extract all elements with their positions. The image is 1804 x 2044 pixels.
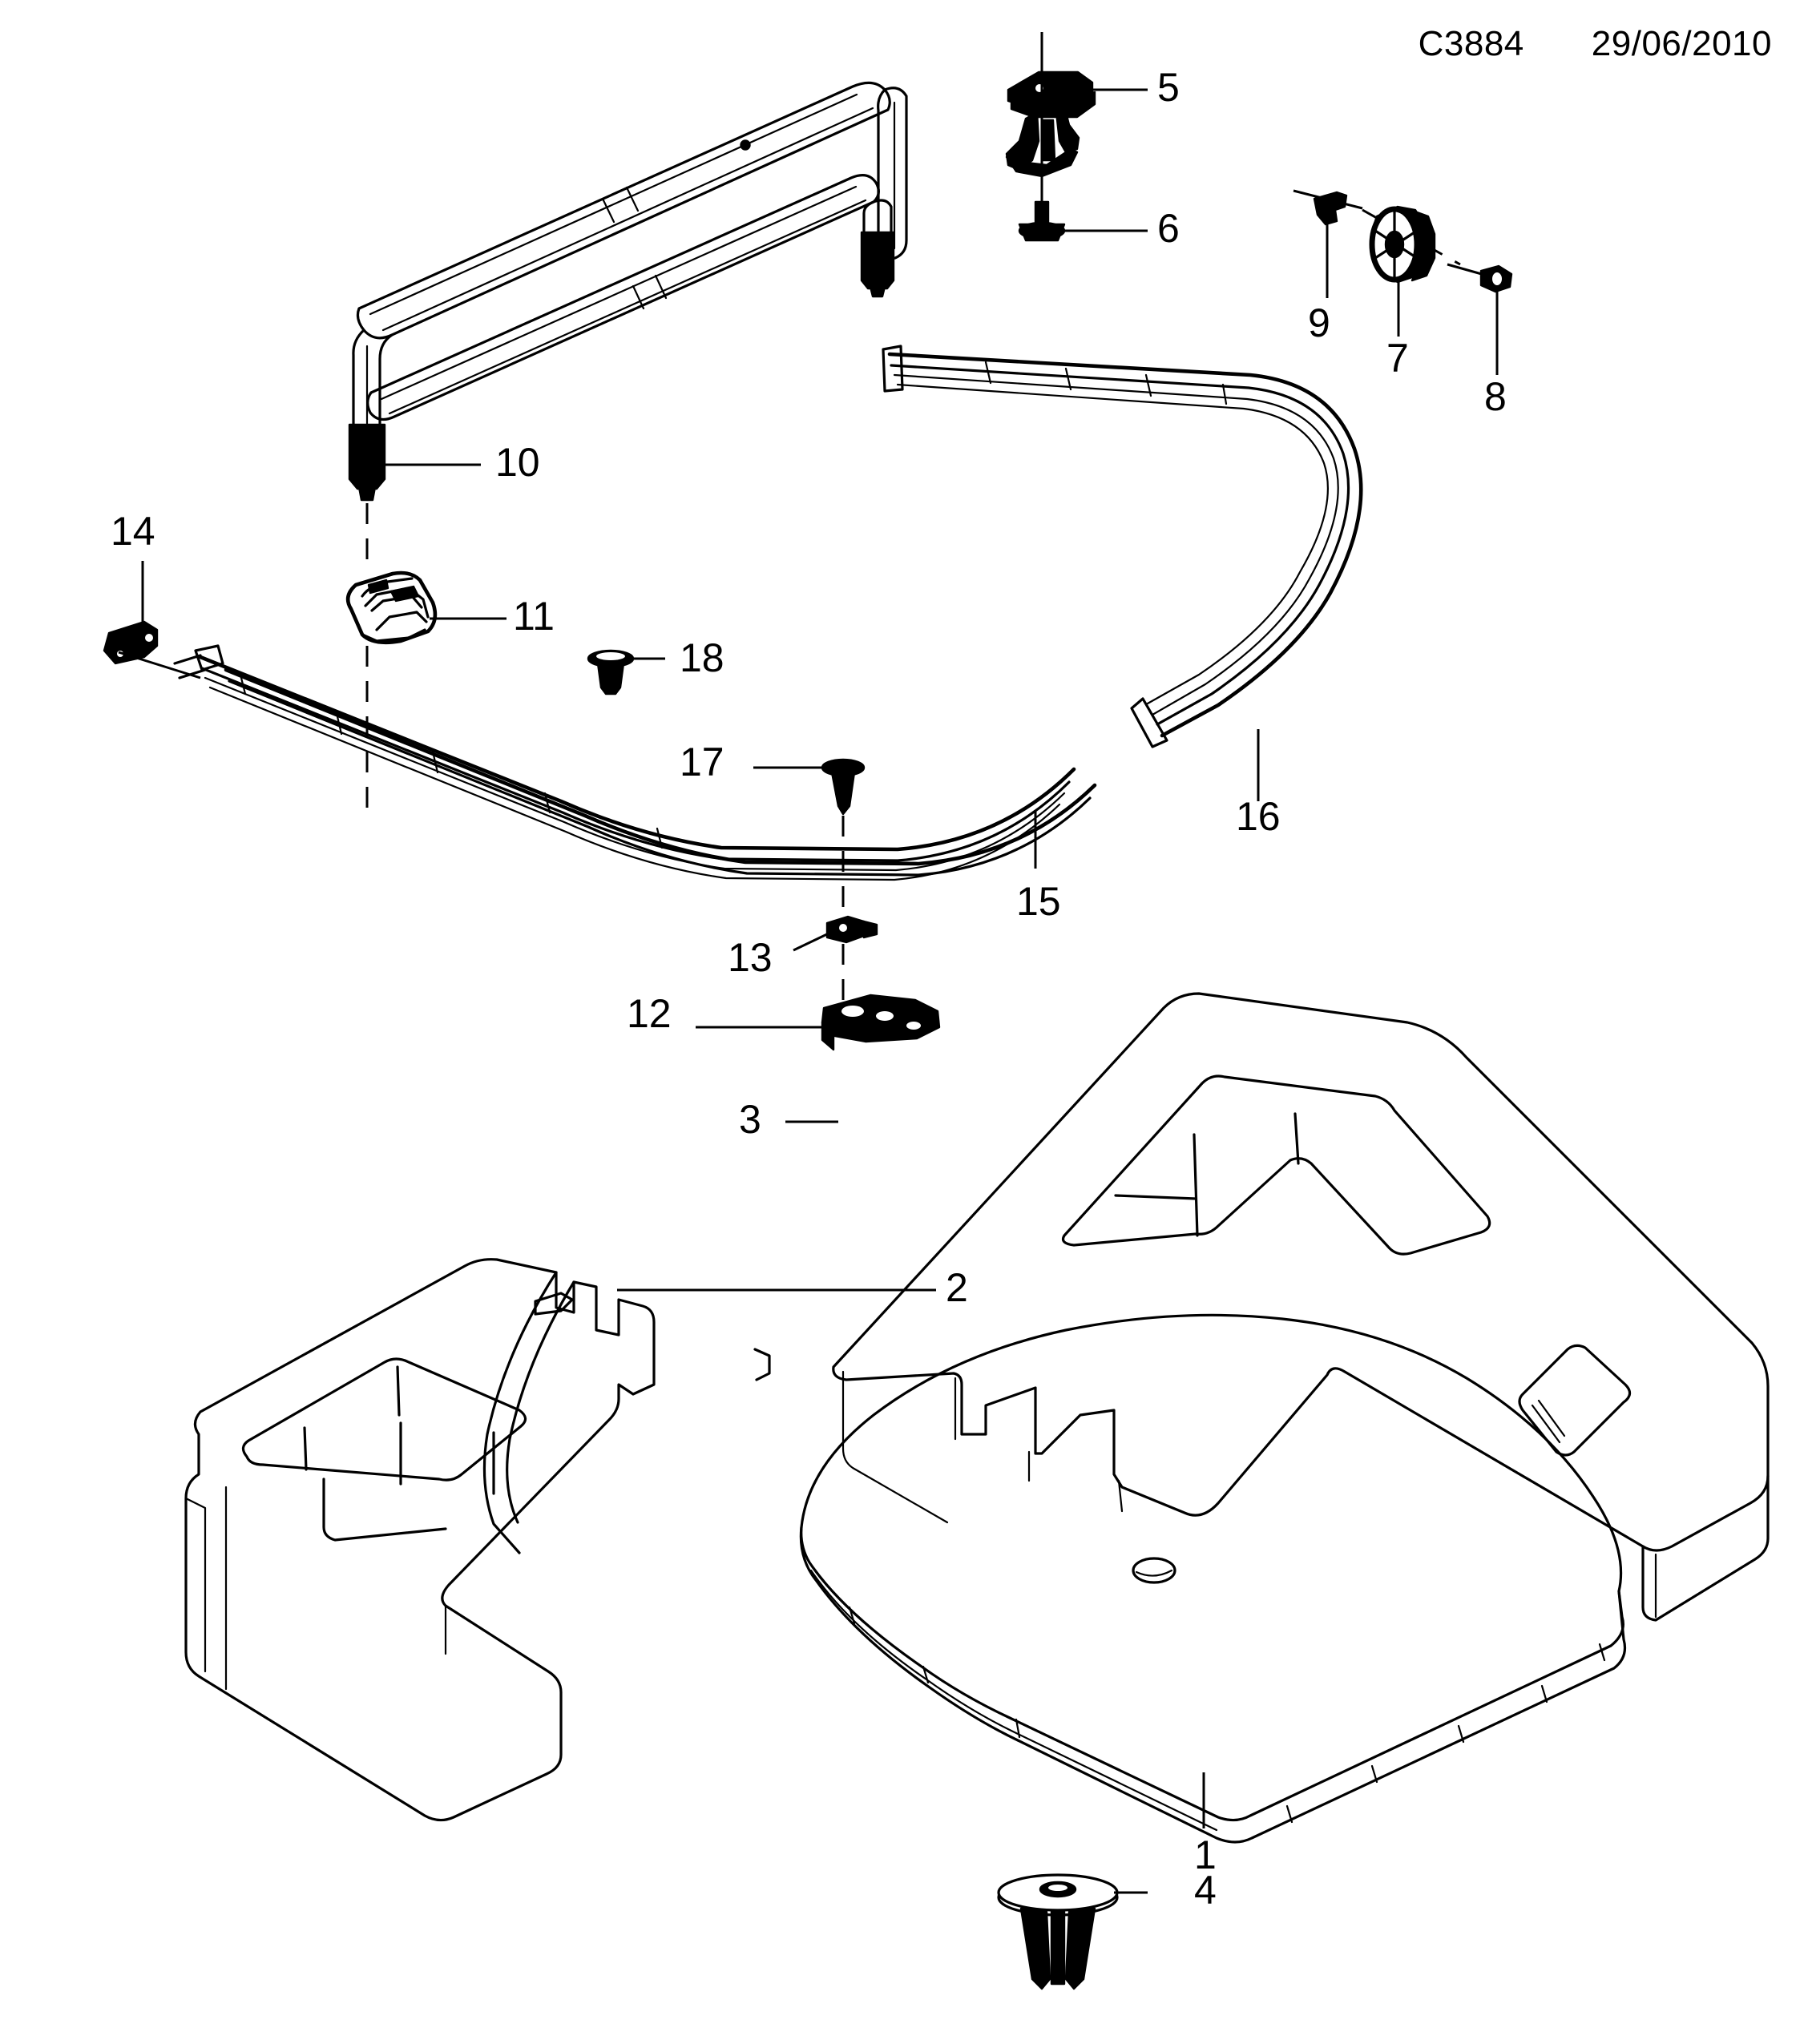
callout-10: 10 [495, 440, 540, 485]
callout-14: 14 [111, 509, 155, 554]
part-10-tubular-frame [348, 81, 908, 566]
callout-2: 2 [946, 1265, 968, 1310]
part-2-foam-block-left [184, 1258, 936, 1822]
part-14-end-cap [103, 561, 201, 679]
callout-5: 5 [1157, 65, 1180, 110]
part-18-push-rivet [587, 649, 665, 695]
part-15-rail-inner [173, 644, 1097, 881]
part-5-hook-bracket [1005, 71, 1148, 178]
callout-9: 9 [1308, 300, 1330, 345]
callout-17: 17 [680, 740, 724, 784]
part-group-7-8-9 [1293, 189, 1513, 375]
callout-1: 1 [1194, 1832, 1217, 1877]
callout-15: 15 [1016, 879, 1061, 924]
part-11-slider-block [345, 570, 506, 809]
callout-13: 13 [728, 935, 773, 980]
part-16-rail-outer [882, 345, 1363, 801]
callout-11: 11 [513, 594, 555, 639]
part-13-nut-clip [793, 915, 878, 1005]
drawing-code: C3884 [1418, 24, 1524, 63]
callout-7: 7 [1386, 336, 1409, 381]
callout-8: 8 [1484, 374, 1507, 419]
part-4-trim-rivet [997, 1873, 1148, 1990]
callout-16: 16 [1236, 794, 1281, 839]
callout-18: 18 [680, 635, 724, 680]
part-1-load-floor-panel [799, 1313, 1627, 1844]
part-6-bolt [1018, 32, 1148, 242]
callout-3: 3 [739, 1097, 761, 1142]
drawing-date: 29/06/2010 [1591, 24, 1772, 63]
part-17-rail-screw [753, 758, 866, 926]
callout-6: 6 [1157, 206, 1180, 251]
callout-12: 12 [627, 991, 672, 1036]
part-3-foam-block-right [785, 992, 1770, 1622]
part-12-bracket [696, 994, 941, 1051]
drawing-header: C3884 29/06/2010 [1419, 24, 1772, 64]
callout-4: 4 [1194, 1868, 1217, 1913]
